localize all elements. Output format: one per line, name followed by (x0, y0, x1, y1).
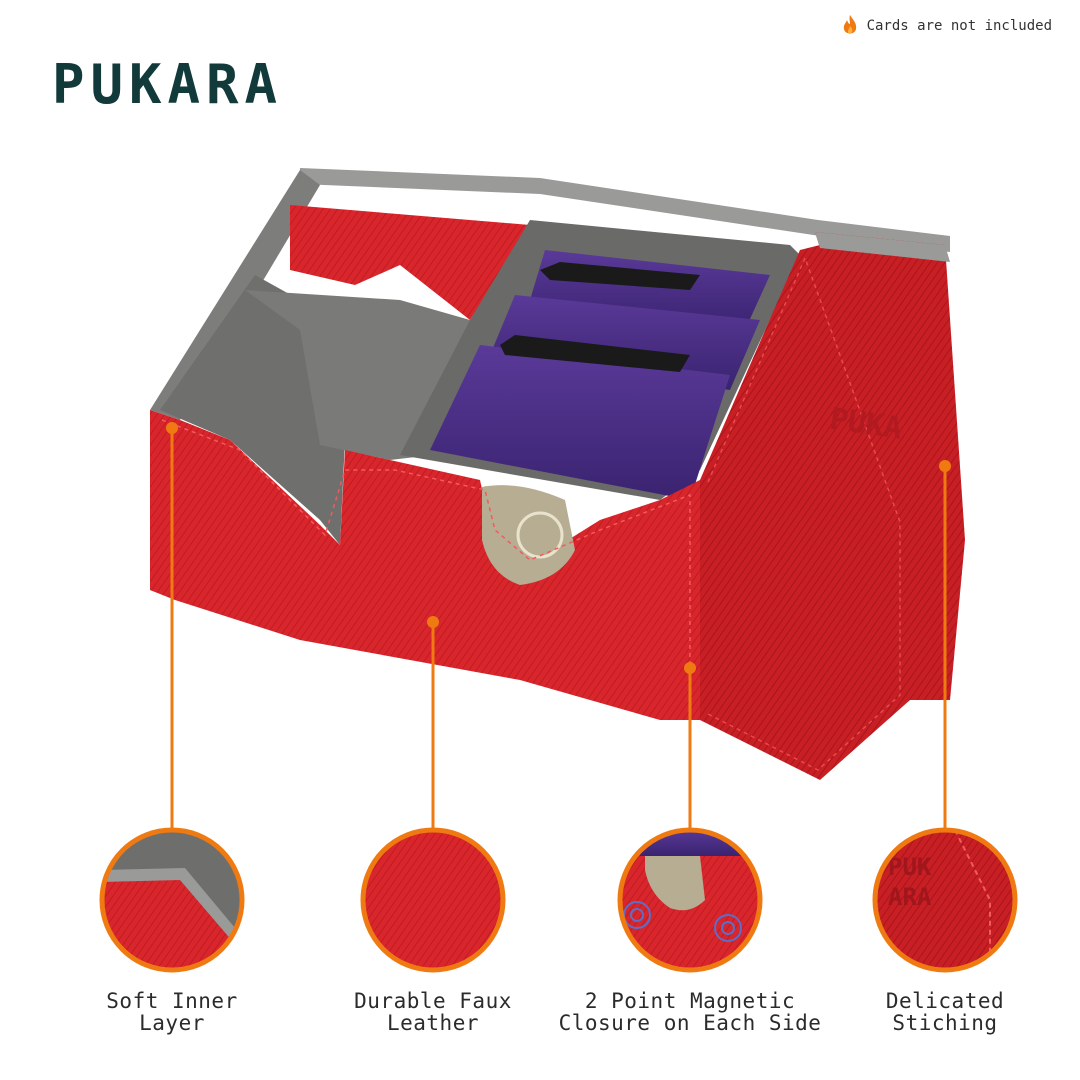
divider-tab (540, 262, 700, 290)
box-rim (300, 168, 950, 252)
flame-icon (843, 15, 856, 34)
brand-logo: PUKARA (52, 53, 284, 116)
inner-wall (150, 170, 320, 420)
front-panel (150, 410, 700, 720)
zoom-magnetic-closure (620, 830, 760, 970)
zoom-soft-inner-layer (102, 830, 242, 970)
callout-label-faux-leather: Durable Faux Leather (354, 989, 512, 1035)
callout-label-soft-inner-layer: Soft Inner Layer (106, 989, 238, 1035)
card-stack (490, 295, 760, 390)
svg-text:ARA: ARA (888, 883, 932, 911)
notice-text: Cards are not included (866, 18, 1052, 34)
lid (815, 232, 965, 700)
inner-felt (160, 275, 345, 545)
callout-label-magnetic-closure: 2 Point Magnetic Closure on Each Side (558, 989, 822, 1035)
svg-text:PUK: PUK (888, 853, 932, 881)
small-compartment (290, 205, 530, 320)
card-peek (482, 485, 575, 585)
card-stack (430, 345, 730, 500)
divider-tab (500, 335, 690, 372)
cards-not-included-notice: Cards are not included (841, 14, 1052, 38)
callout-label-stitching: Delicated Stiching (885, 989, 1005, 1035)
zoom-faux-leather (363, 830, 503, 970)
zoom-stitching: PUK ARA (875, 830, 1015, 970)
divider (245, 290, 475, 460)
